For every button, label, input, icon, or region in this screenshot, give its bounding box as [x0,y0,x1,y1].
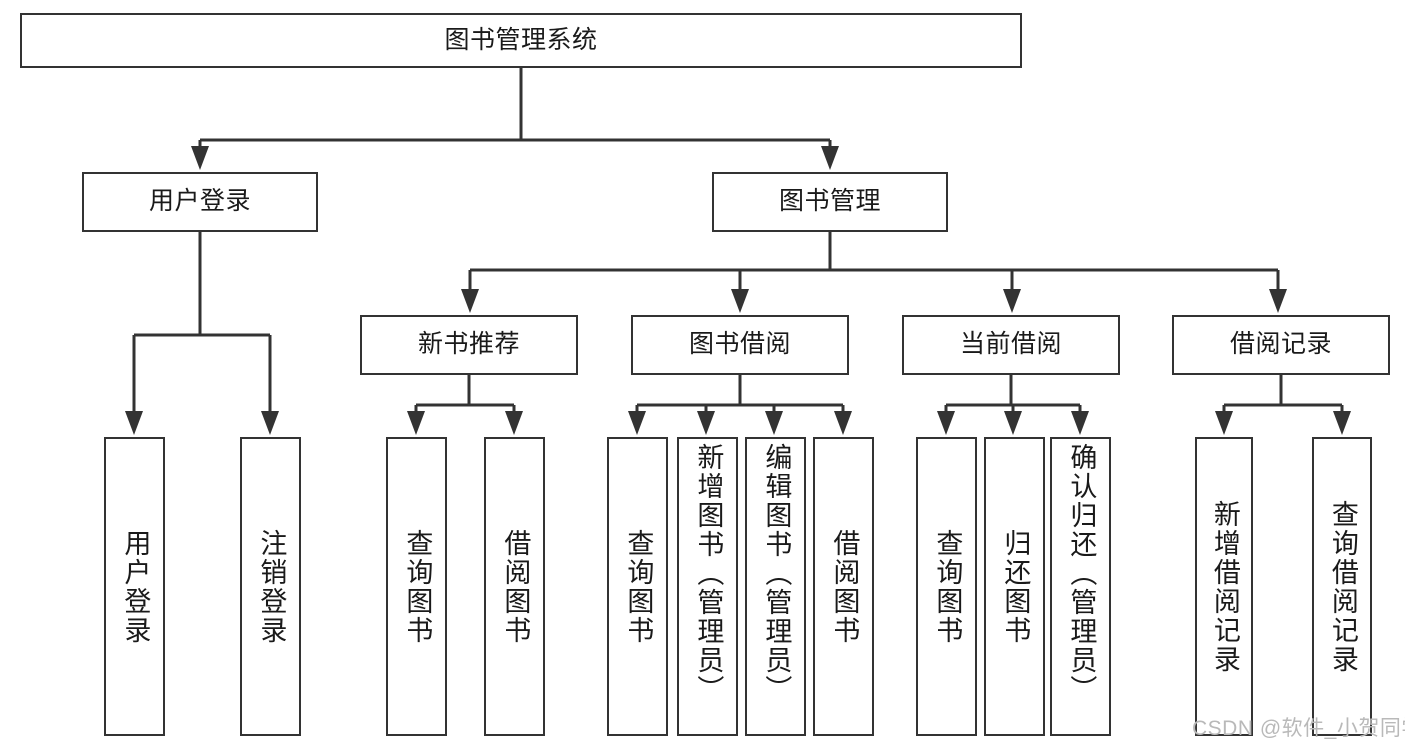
arrow-to-borrow-book-2-head [834,411,852,435]
node-label-leaf-logout: 注销登录 [256,528,287,645]
node-label-leaf-borrow-book-2: 借阅图书 [829,528,860,645]
arrow-to-leaf-logout-head [261,411,279,435]
node-label-leaf-add-record: 新增借阅记录 [1209,499,1240,674]
arrow-to-query-book-2-head [628,411,646,435]
node-leaf-confirm-return[interactable]: 确认归还（管理员） [1050,437,1111,736]
node-label-leaf-query-book-3: 查询图书 [932,528,963,645]
arrow-to-borrow-book-1-head [505,411,523,435]
node-current-borrow[interactable]: 当前借阅 [902,315,1120,375]
node-leaf-borrow-book-1[interactable]: 借阅图书 [484,437,545,736]
node-label-leaf-user-login: 用户登录 [120,528,151,645]
node-leaf-query-book-2[interactable]: 查询图书 [607,437,668,736]
node-label-leaf-confirm-return: 确认归还（管理员） [1066,443,1097,704]
arrow-to-borrow-record-head [1269,289,1287,313]
arrow-to-leaf-user-login-head [125,411,143,435]
node-label-leaf-return-book: 归还图书 [1000,528,1031,645]
node-label-current-borrow: 当前借阅 [959,330,1062,359]
node-leaf-return-book[interactable]: 归还图书 [984,437,1045,736]
node-label-leaf-query-book-2: 查询图书 [623,528,654,645]
node-label-book-borrow: 图书借阅 [688,330,791,359]
arrow-to-query-book-1-head [407,411,425,435]
node-leaf-add-book[interactable]: 新增图书（管理员） [677,437,738,736]
node-leaf-query-book-1[interactable]: 查询图书 [386,437,447,736]
arrow-to-confirm-return-head [1071,411,1089,435]
arrow-to-current-borrow-head [1003,289,1021,313]
node-leaf-query-record[interactable]: 查询借阅记录 [1312,437,1372,736]
node-label-leaf-query-record: 查询借阅记录 [1327,499,1358,674]
arrow-to-query-record-head [1333,411,1351,435]
arrow-to-new-book-rec-head [461,289,479,313]
arrow-to-query-book-3-head [937,411,955,435]
node-leaf-logout[interactable]: 注销登录 [240,437,301,736]
watermark-csdn: CSDN @软件_小贺同学 [1192,717,1405,740]
node-label-new-book-recommend: 新书推荐 [417,330,520,359]
node-label-borrow-record: 借阅记录 [1229,330,1332,359]
node-root-system[interactable]: 图书管理系统 [20,13,1022,68]
node-leaf-borrow-book-2[interactable]: 借阅图书 [813,437,874,736]
node-label-book-manage: 图书管理 [778,187,881,216]
arrow-to-return-book-head [1004,411,1022,435]
node-label-user-login: 用户登录 [148,187,251,216]
node-user-login[interactable]: 用户登录 [82,172,318,232]
arrow-to-book-borrow-head [731,289,749,313]
node-leaf-add-record[interactable]: 新增借阅记录 [1195,437,1253,736]
arrow-to-user-login-head [191,146,209,170]
node-leaf-query-book-3[interactable]: 查询图书 [916,437,977,736]
node-label-leaf-add-book: 新增图书（管理员） [693,443,724,704]
node-label-leaf-borrow-book-1: 借阅图书 [500,528,531,645]
node-label-root-system: 图书管理系统 [444,25,598,54]
node-borrow-record[interactable]: 借阅记录 [1172,315,1390,375]
node-label-leaf-edit-book: 编辑图书（管理员） [761,443,792,704]
node-book-borrow[interactable]: 图书借阅 [631,315,849,375]
node-leaf-edit-book[interactable]: 编辑图书（管理员） [745,437,806,736]
arrow-to-edit-book-head [765,411,783,435]
node-leaf-user-login[interactable]: 用户登录 [104,437,165,736]
arrow-to-book-manage-head [821,146,839,170]
arrow-to-add-book-head [697,411,715,435]
node-new-book-recommend[interactable]: 新书推荐 [360,315,578,375]
node-book-manage[interactable]: 图书管理 [712,172,948,232]
node-label-leaf-query-book-1: 查询图书 [402,528,433,645]
arrow-to-add-record-head [1215,411,1233,435]
